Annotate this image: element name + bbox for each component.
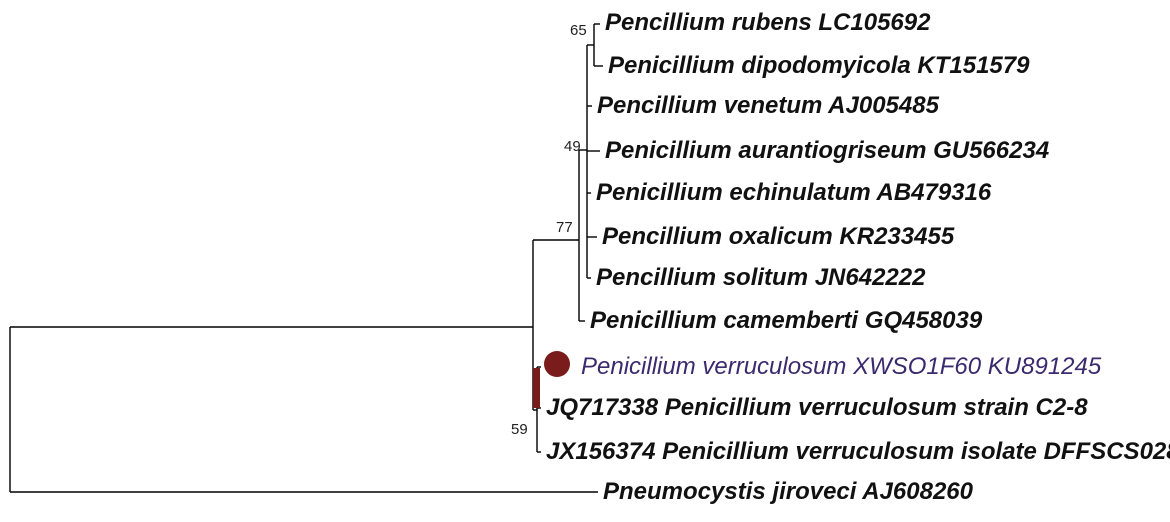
bootstrap-value: 49: [564, 138, 581, 155]
taxon-label: Penicillium camemberti GQ458039: [590, 307, 983, 334]
taxon-label: Pencillium oxalicum KR233455: [602, 223, 955, 250]
bootstrap-value: 77: [556, 219, 573, 236]
bootstrap-values: 65 49 77 59: [511, 22, 587, 438]
clade-highlight-bar: [533, 368, 540, 408]
bootstrap-value: 65: [570, 22, 587, 39]
taxon-label: JX156374 Penicillium verruculosum isolat…: [546, 438, 1170, 465]
taxon-label: Penicillium dipodomyicola KT151579: [608, 52, 1030, 79]
taxon-label: Penicillium echinulatum AB479316: [596, 179, 992, 206]
bootstrap-value: 59: [511, 421, 528, 438]
filled-circle-icon: [544, 351, 570, 377]
tree-branches: [9, 23, 603, 493]
taxon-label: JQ717338 Penicillium verruculosum strain…: [546, 394, 1088, 421]
taxon-label-outgroup: Pneumocystis jiroveci AJ608260: [603, 478, 974, 505]
taxon-label: Pencillium rubens LC105692: [605, 9, 931, 36]
taxon-label-query: Penicillium verruculosum XWSO1F60 KU8912…: [581, 353, 1102, 380]
taxon-labels: Pencillium rubens LC105692 Penicillium d…: [546, 9, 1170, 505]
taxon-label: Pencillium venetum AJ005485: [597, 92, 940, 119]
taxon-label: Penicillium aurantiogriseum GU566234: [605, 137, 1049, 164]
taxon-label: Pencillium solitum JN642222: [596, 264, 926, 291]
